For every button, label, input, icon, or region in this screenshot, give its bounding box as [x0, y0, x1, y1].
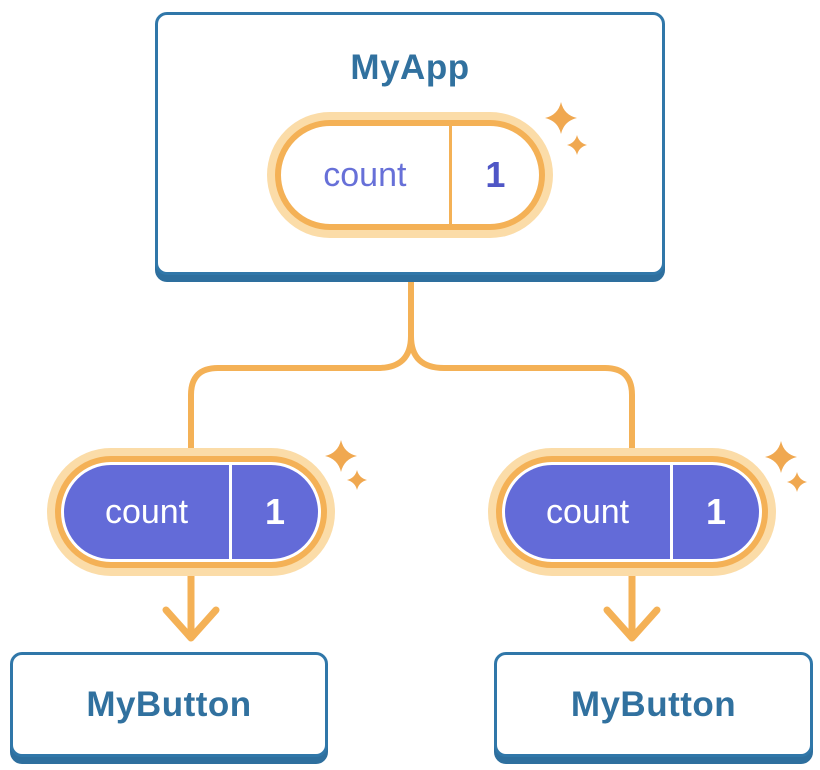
mybutton-card-left: MyButton [10, 652, 328, 757]
state-pill-value: 1 [485, 154, 506, 195]
myapp-card: MyApp count 1 [155, 12, 665, 275]
prop-pill-value-cell: 1 [673, 465, 759, 559]
arrow-down-icon [603, 606, 661, 642]
state-pill-label: count [323, 155, 407, 194]
pill-separator [670, 465, 674, 559]
myapp-title: MyApp [350, 48, 470, 87]
pill-separator [229, 465, 233, 559]
prop-pill-right: count 1 [496, 456, 768, 568]
prop-pill-label: count [545, 492, 630, 531]
mybutton-title: MyButton [570, 684, 737, 724]
state-pill-value-cell: 1 [452, 126, 539, 224]
prop-pill-label-cell: count [64, 465, 229, 559]
prop-pill-value: 1 [706, 491, 727, 532]
sparkle-icon [347, 470, 367, 490]
prop-pill-value-cell: 1 [232, 465, 318, 559]
prop-pill-left-body: count 1 [64, 465, 318, 559]
state-pill-label-cell: count [281, 126, 449, 224]
connector-branch-right [408, 335, 635, 470]
prop-pill-right-body: count 1 [505, 465, 759, 559]
mybutton-title: MyButton [86, 684, 252, 724]
connector-branch-left [188, 335, 414, 470]
state-pill-root: count 1 [275, 120, 545, 230]
sparkle-icon [325, 440, 357, 472]
prop-pill-value: 1 [265, 491, 286, 532]
prop-pill-label: count [104, 492, 189, 531]
sparkle-icon [765, 441, 797, 473]
mybutton-card-right: MyButton [494, 652, 813, 757]
pill-separator [448, 126, 452, 224]
prop-pill-label-cell: count [505, 465, 670, 559]
arrow-down-icon [162, 606, 220, 642]
prop-pill-left: count 1 [55, 456, 327, 568]
sparkle-icon [787, 472, 807, 492]
